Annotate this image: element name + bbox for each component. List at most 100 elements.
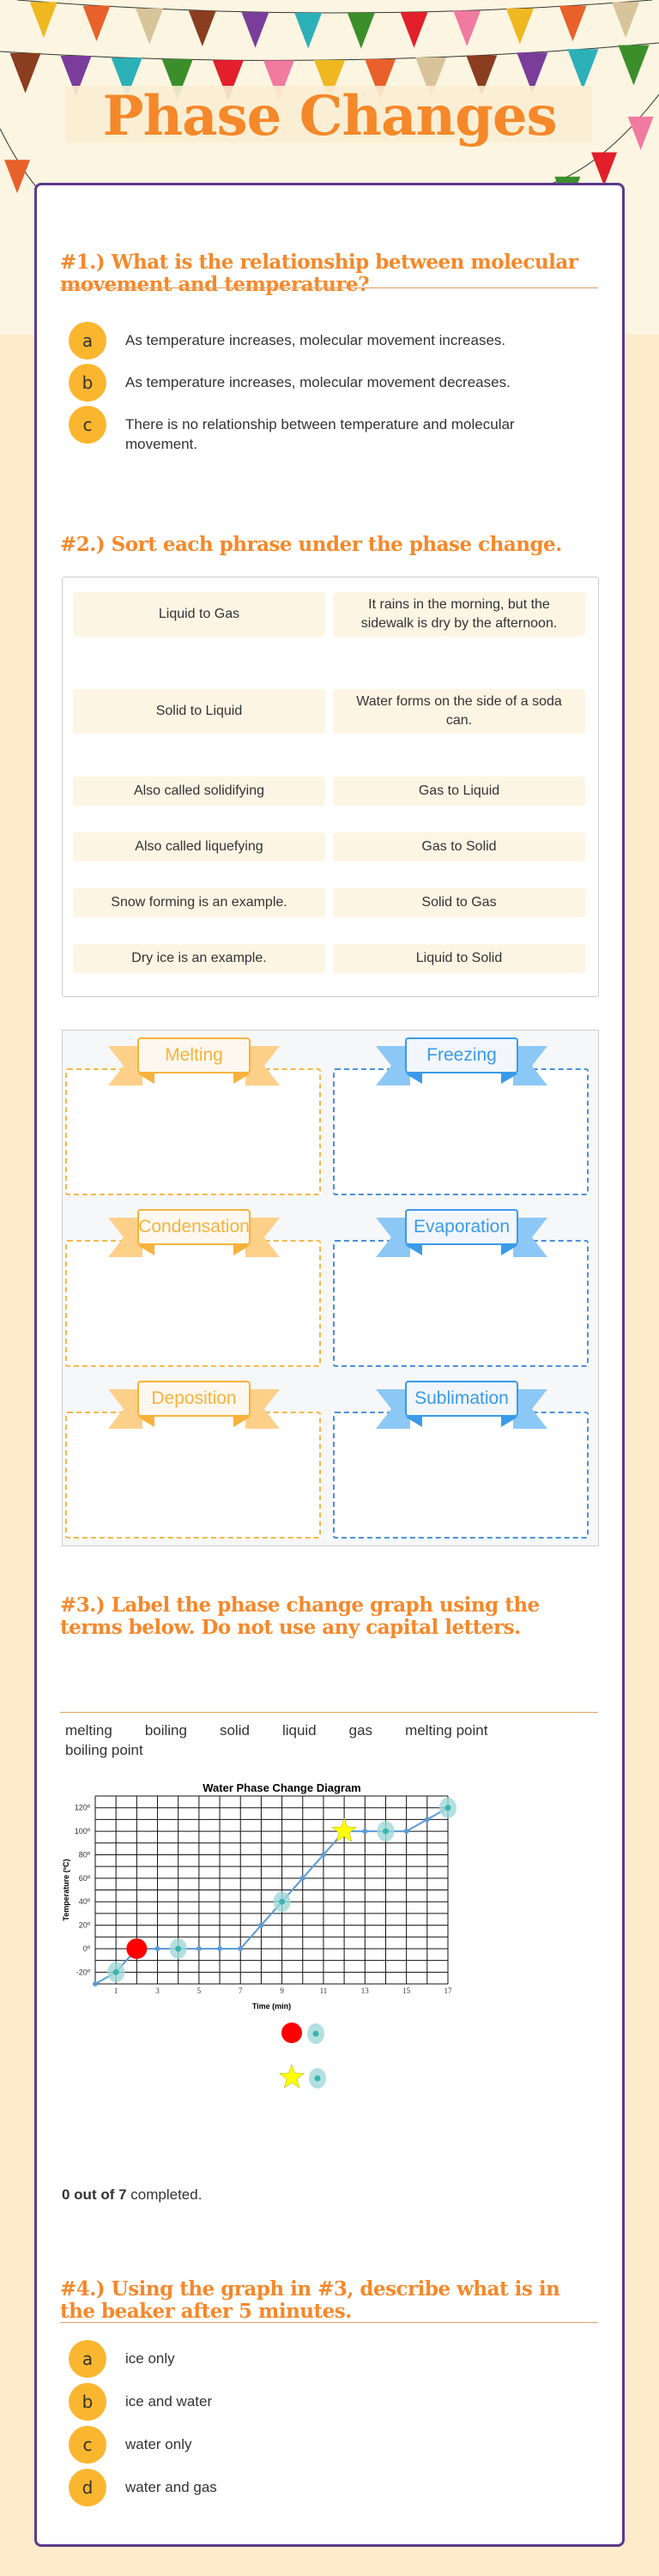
- option-letter-badge[interactable]: b: [69, 2383, 106, 2421]
- answer-option[interactable]: b ice and water: [69, 2383, 583, 2421]
- option-letter-badge[interactable]: d: [69, 2469, 106, 2506]
- divider: [60, 287, 598, 288]
- word-bank-term: melting: [65, 1722, 112, 1738]
- option-text: As temperature increases, molecular move…: [125, 374, 511, 390]
- q3-heading: #3.) Label the phase change graph using …: [60, 1593, 540, 1639]
- draggable-phrase[interactable]: Snow forming is an example.: [73, 888, 325, 917]
- option-letter-badge[interactable]: a: [69, 2340, 106, 2378]
- pennant-flag: [415, 57, 447, 98]
- pennant-flag: [517, 52, 548, 94]
- word-bank-term: liquid: [281, 1722, 317, 1738]
- divider: [60, 2322, 598, 2323]
- draggable-phrase[interactable]: Liquid to Gas: [73, 592, 325, 637]
- category-label: Evaporation: [405, 1209, 518, 1245]
- option-letter-badge[interactable]: c: [69, 406, 106, 444]
- option-text: ice and water: [125, 2393, 213, 2410]
- draggable-phrase[interactable]: It rains in the morning, but the sidewal…: [333, 592, 585, 637]
- draggable-phrase[interactable]: Gas to Liquid: [333, 777, 585, 806]
- word-bank-term: gas: [348, 1722, 373, 1738]
- pennant-flag: [591, 152, 617, 186]
- option-text: water only: [125, 2436, 192, 2452]
- drop-zone-evaporation[interactable]: [333, 1240, 589, 1367]
- bunting-decoration: [0, 0, 659, 223]
- ribbon-tails: [376, 1046, 547, 1085]
- option-letter-badge[interactable]: b: [69, 364, 106, 402]
- draggable-phrase[interactable]: Solid to Liquid: [73, 689, 325, 734]
- divider: [60, 1712, 598, 1713]
- answer-option[interactable]: a ice only: [69, 2340, 583, 2378]
- pennant-flag: [400, 12, 428, 48]
- draggable-phrase[interactable]: Also called solidifying: [73, 777, 325, 806]
- page-title: Phase Changes: [102, 84, 557, 148]
- q1-heading: #1.) What is the relationship between mo…: [60, 251, 578, 296]
- answer-option[interactable]: d water and gas: [69, 2469, 583, 2506]
- pennant-flag: [618, 45, 650, 86]
- pennant-flag: [466, 55, 498, 96]
- pennant-flag: [314, 60, 345, 100]
- category-ribbon: Evaporation: [376, 1209, 547, 1257]
- draggable-phrase[interactable]: Water forms on the side of a soda can.: [333, 689, 585, 734]
- option-text: water and gas: [125, 2479, 217, 2495]
- q4-heading: #4.) Using the graph in #3, describe wha…: [60, 2277, 560, 2323]
- drop-zone-deposition[interactable]: [65, 1412, 321, 1539]
- option-letter-badge[interactable]: a: [69, 322, 106, 360]
- category-label: Melting: [137, 1037, 251, 1073]
- word-bank-term: melting point: [405, 1722, 488, 1738]
- drop-zone-sublimation[interactable]: [333, 1412, 589, 1539]
- ribbon-tails: [376, 1218, 547, 1257]
- category-ribbon: Sublimation: [376, 1381, 547, 1429]
- word-bank: melting boiling solid liquid gas melting poin…: [65, 1720, 597, 1760]
- pennant-flag: [347, 12, 375, 49]
- word-bank-term: solid: [219, 1722, 250, 1738]
- category-ribbon: Melting: [108, 1037, 280, 1085]
- answer-option[interactable]: c There is no relationship between temper…: [69, 406, 583, 454]
- pennant-flag: [612, 2, 640, 38]
- title-background: [65, 86, 592, 142]
- category-ribbon: Freezing: [376, 1037, 547, 1085]
- category-label: Condensation: [137, 1209, 251, 1245]
- word-bank-term: boiling point: [65, 1742, 143, 1758]
- category-label: Deposition: [137, 1381, 251, 1417]
- ribbon-tails: [108, 1046, 280, 1085]
- category-label: Sublimation: [405, 1381, 518, 1417]
- option-text: ice only: [125, 2350, 175, 2367]
- pennant-flag: [627, 116, 654, 150]
- pennant-flag: [559, 5, 587, 42]
- draggable-phrase[interactable]: Solid to Gas: [333, 888, 585, 917]
- drop-zone-melting[interactable]: [65, 1068, 321, 1195]
- word-bank-term: boiling: [144, 1722, 187, 1738]
- answer-option[interactable]: b As temperature increases, molecular mov…: [69, 364, 583, 402]
- pennant-flag: [29, 2, 57, 38]
- score-suffix: completed.: [126, 2186, 203, 2203]
- q2-heading: #2.) Sort each phrase under the phase ch…: [60, 533, 562, 556]
- pennant-flag: [567, 49, 599, 90]
- draggable-phrase[interactable]: Dry ice is an example.: [73, 944, 325, 973]
- draggable-phrase[interactable]: Liquid to Solid: [333, 944, 585, 973]
- pennant-flag: [9, 52, 41, 94]
- pennant-flag: [241, 12, 269, 48]
- pennant-flag: [188, 10, 216, 46]
- pennant-flag: [161, 59, 193, 100]
- pennant-flag: [263, 60, 294, 101]
- score-count: 0 out of 7: [62, 2186, 127, 2203]
- category-label: Freezing: [405, 1037, 518, 1073]
- completion-status: 0 out of 7 completed.: [62, 2186, 202, 2204]
- pennant-flag: [294, 12, 323, 49]
- pennant-flag: [365, 58, 396, 100]
- pennant-flag: [82, 5, 111, 42]
- draggable-phrase[interactable]: Gas to Solid: [333, 832, 585, 862]
- option-letter-badge[interactable]: c: [69, 2426, 106, 2464]
- ribbon-tails: [108, 1389, 280, 1429]
- answer-option[interactable]: c water only: [69, 2426, 583, 2464]
- answer-option[interactable]: a As temperature increases, molecular mov…: [69, 322, 583, 360]
- pennant-flag: [60, 55, 92, 96]
- option-text: There is no relationship between tempera…: [125, 416, 515, 452]
- draggable-phrase[interactable]: Also called liquefying: [73, 832, 325, 862]
- option-text: As temperature increases, molecular move…: [125, 332, 506, 348]
- category-ribbon: Condensation: [108, 1209, 280, 1257]
- ribbon-tails: [108, 1218, 280, 1257]
- pennant-flag: [136, 8, 164, 45]
- pennant-flag: [4, 160, 30, 194]
- pennant-flag: [453, 10, 481, 46]
- ribbon-tails: [376, 1389, 547, 1429]
